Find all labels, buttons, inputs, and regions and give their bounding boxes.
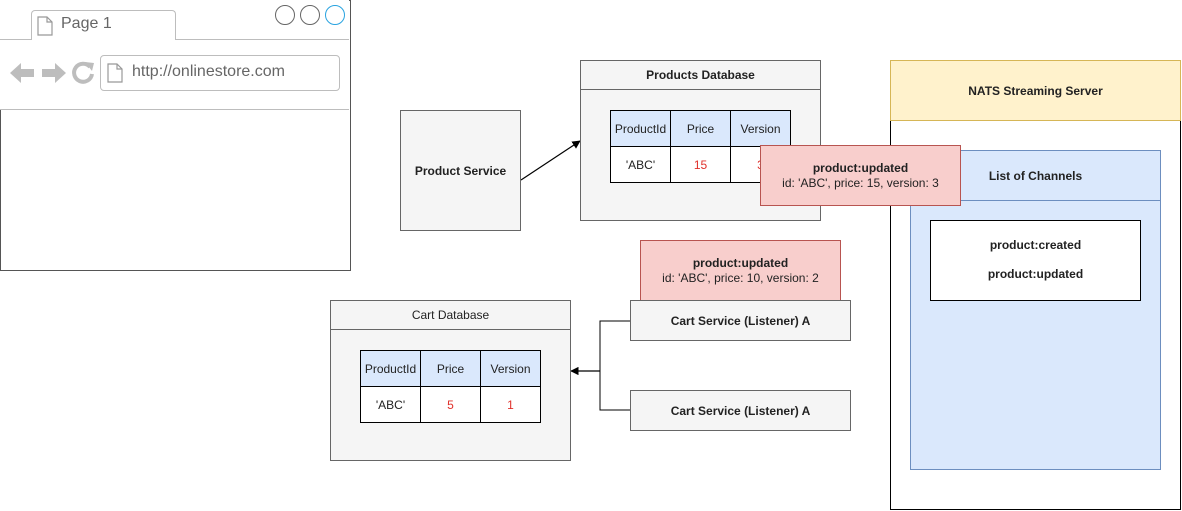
nats-server-title: NATS Streaming Server [968,83,1103,98]
products-database-title: Products Database [646,67,755,82]
cart-col-productid: ProductId [360,350,421,387]
event-top-detail: id: 'ABC', price: 15, version: 3 [782,175,939,190]
event-product-updated-v3: product:updated id: 'ABC', price: 15, ve… [760,145,961,206]
event-top-title: product:updated [812,160,909,175]
cart-cell-productid: 'ABC' [360,386,421,423]
cart-cell-version: 1 [480,386,541,423]
listener-2-label: Cart Service (Listener) A [670,403,811,418]
cart-service-listener-1: Cart Service (Listener) A [630,300,851,341]
cart-table: ProductId Price Version 'ABC' 5 1 [360,350,541,423]
cart-col-version: Version [480,350,541,387]
channel-list: product:created product:updated [930,220,1141,301]
channel-item: product:created [989,238,1082,252]
browser-tab[interactable] [31,10,176,41]
window-close-button[interactable] [325,5,345,25]
event-mid-detail: id: 'ABC', price: 10, version: 2 [662,270,819,285]
product-service-box: Product Service [400,110,521,231]
listener-1-label: Cart Service (Listener) A [670,313,811,328]
products-col-version: Version [730,110,791,147]
products-col-productid: ProductId [610,110,671,147]
forward-arrow-icon[interactable] [40,62,66,84]
event-product-updated-v2: product:updated id: 'ABC', price: 10, ve… [640,240,841,301]
window-minimize-button[interactable] [275,5,295,25]
browser-tab-label: Page 1 [61,15,112,32]
products-col-price: Price [670,110,731,147]
channels-title: List of Channels [988,168,1083,183]
cart-database-title: Cart Database [411,307,490,322]
products-cell-productid: 'ABC' [610,146,671,183]
listener-a2-connector [599,371,630,411]
channel-item: product:updated [987,267,1084,281]
page-icon [37,16,53,36]
url-bar[interactable] [100,55,340,91]
url-page-icon [107,63,123,83]
products-database-header: Products Database [580,60,821,90]
url-text: http://onlinestore.com [132,63,285,80]
cart-cell-price: 5 [420,386,481,423]
cart-database-header: Cart Database [330,300,571,330]
listener-a1-connector [599,320,630,371]
event-mid-title: product:updated [692,255,789,270]
back-arrow-icon[interactable] [10,62,36,84]
window-maximize-button[interactable] [300,5,320,25]
cart-service-listener-2: Cart Service (Listener) A [630,390,851,431]
reload-icon[interactable] [71,61,95,85]
nats-server-header: NATS Streaming Server [890,60,1181,121]
arrow-product-service-to-products-db [520,140,581,181]
products-cell-price: 15 [670,146,731,183]
cart-col-price: Price [420,350,481,387]
product-service-label: Product Service [414,163,507,178]
